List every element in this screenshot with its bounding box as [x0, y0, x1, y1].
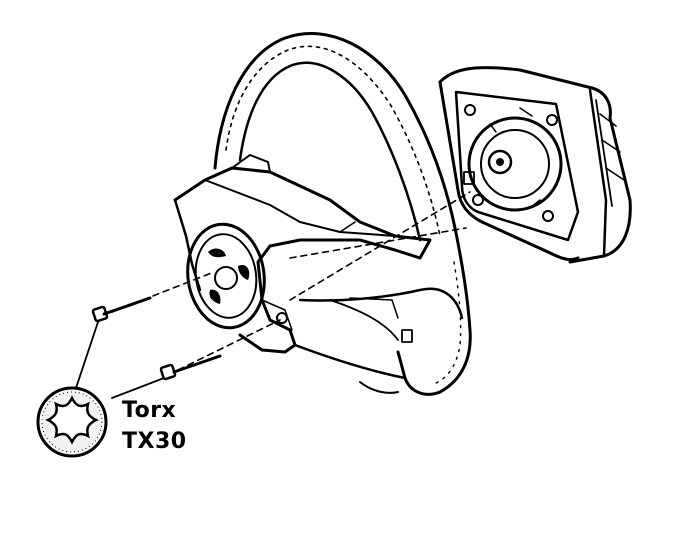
lower-spoke [293, 287, 464, 394]
callout-leaders [75, 321, 165, 399]
torx-label: Torx [122, 398, 177, 423]
airbag-module [438, 66, 632, 264]
torx-icon [36, 386, 108, 458]
bolt-icon-lower [159, 354, 222, 381]
hub-housing [173, 154, 432, 354]
bolt-icon-upper [91, 296, 152, 323]
torx-size-label: TX30 [122, 429, 187, 454]
alignment-lines [111, 191, 471, 371]
steering-wheel-rim [213, 32, 472, 396]
